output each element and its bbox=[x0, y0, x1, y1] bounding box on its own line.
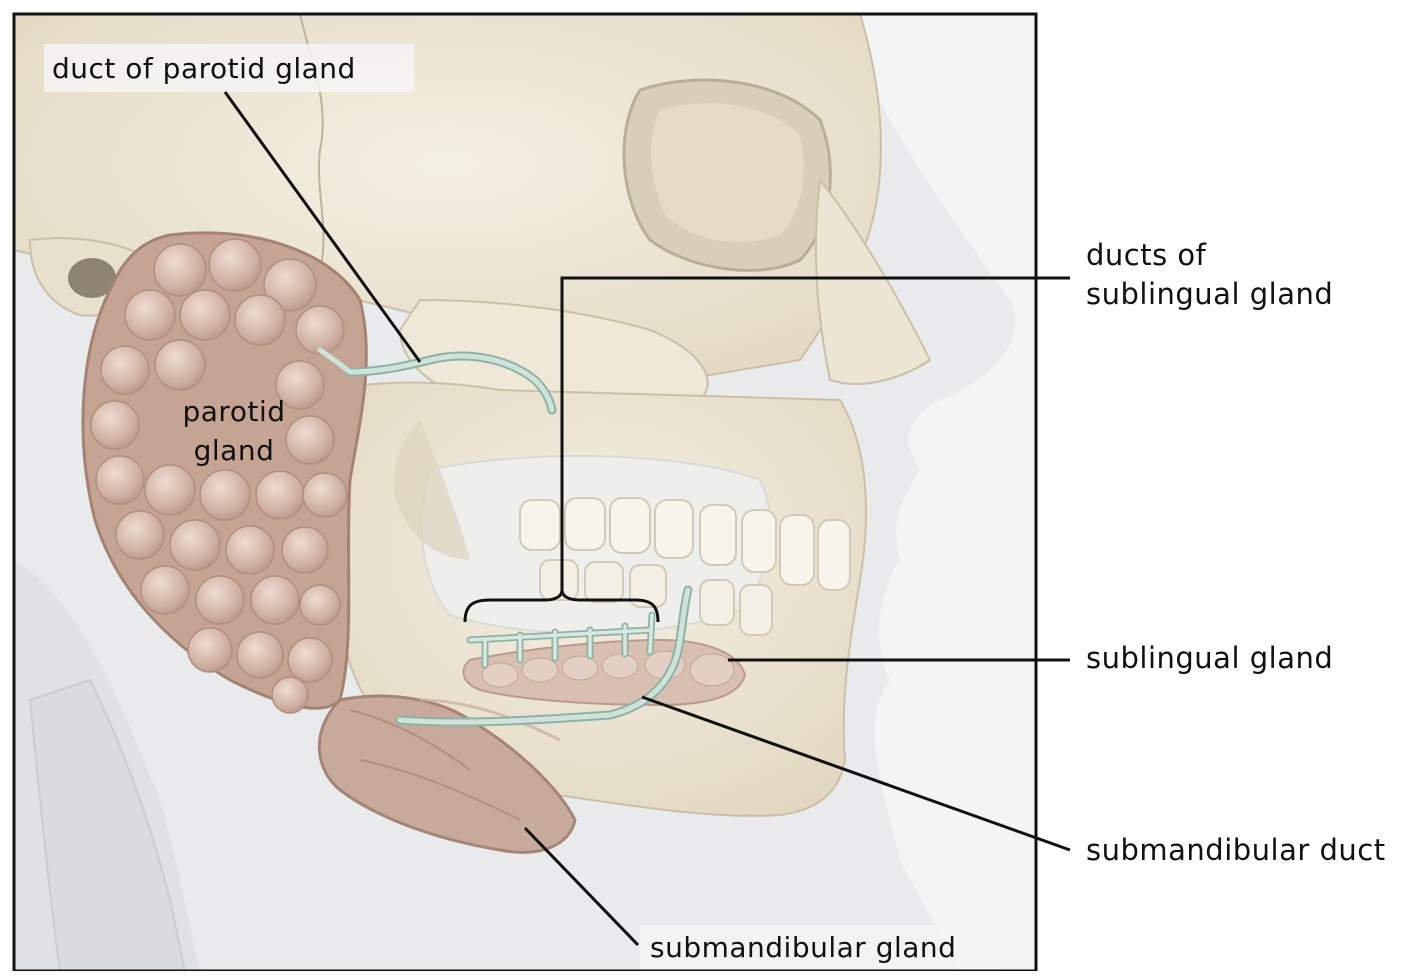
label-submandibular-gland: submandibular gland bbox=[650, 931, 956, 964]
label-sublingual-gland: sublingual gland bbox=[1086, 641, 1333, 675]
label-submandibular-duct: submandibular duct bbox=[1086, 833, 1386, 867]
label-ducts-of-sublingual-line2: sublingual gland bbox=[1086, 277, 1333, 311]
label-parotid-gland-line2: gland bbox=[194, 434, 275, 467]
label-ducts-of-sublingual-line1: ducts of bbox=[1086, 238, 1207, 272]
orbit-inner bbox=[651, 103, 804, 242]
illustration bbox=[14, 14, 1036, 971]
label-duct-of-parotid-gland: duct of parotid gland bbox=[52, 52, 356, 85]
label-parotid-gland-line1: parotid bbox=[183, 395, 286, 428]
